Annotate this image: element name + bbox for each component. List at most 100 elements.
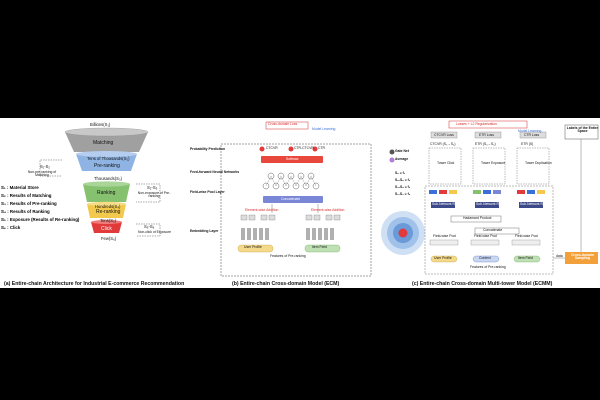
routing-label-1: Sub-Network Routing 1 (432, 202, 468, 206)
loss-head-2 (474, 131, 502, 139)
ffn-layer-1 (267, 172, 315, 180)
features-pre-ranking-b: Features of Pre-ranking (270, 254, 306, 258)
ffn-layer-2 (262, 182, 320, 190)
stage-ranking: Ranking (97, 190, 116, 196)
average-icon (389, 157, 395, 163)
bracket-s5-s6 (136, 223, 161, 237)
legend-s6: S₆ : Click (1, 225, 21, 230)
element-wise-left: Element-wise Addition (245, 208, 279, 212)
routing-3 (519, 202, 543, 208)
head-ctcvr: CTCVR (S₅→S₆) (430, 142, 456, 146)
bracket-s1-s2 (39, 159, 62, 177)
caption-a: (a) Entire-chain Architecture for Indust… (4, 281, 185, 287)
shared-bottom-outline (424, 185, 554, 275)
funnel-preranking (76, 154, 137, 171)
annotation-s5-s6-text: Non-click of Exposure (138, 230, 171, 234)
output-ctr-ctcvr: CTR-CTCVR (294, 146, 314, 150)
equation-3: S₃-S₅ = f₃ (395, 185, 411, 189)
side-label-s6: Few(S₆) (101, 236, 117, 241)
stage-matching: Matching (93, 140, 114, 146)
stage-reranking: Re-ranking (96, 209, 121, 215)
annotation-s1-s2-sets: S₁-S₂ (40, 164, 51, 169)
ctcvr-output-node (259, 146, 265, 152)
concatenate-bar (263, 196, 323, 203)
tower-exposure: Tower Exposure (481, 161, 506, 165)
input-item-field-b: Item Field (312, 245, 327, 249)
top-label: Billions(S₁) (90, 122, 111, 127)
model-learning-b: Model Learning (312, 127, 336, 131)
legend-s4: S₄ : Results of Ranking (1, 209, 50, 214)
input-user-profile-c: User Profile (434, 256, 452, 260)
funnel-matching-top (64, 127, 149, 137)
gate-net-label: Gate Net (395, 149, 409, 153)
routing-1 (431, 202, 455, 208)
loss-head-etr: ETR Loss (479, 133, 494, 137)
ffn-connections (265, 175, 317, 187)
labels-entire-space-box (564, 124, 599, 140)
tower-duplication: Tower Duplication (525, 161, 552, 165)
funnel-preranking-top (76, 151, 137, 157)
ctr-ctcvr-output-node (288, 146, 294, 152)
pool-layer-blocks (240, 214, 341, 221)
pool-label-2: Field-wise Pool (474, 234, 497, 238)
bracket-s2-s3 (136, 183, 161, 203)
concatenate-label-c: Concatenate (483, 228, 503, 232)
expert-bars (429, 190, 545, 194)
tower-3 (516, 147, 550, 185)
input-user-profile-b: User Profile (244, 245, 262, 249)
caption-c: (c) Entire-chain Cross-domain Multi-towe… (412, 281, 553, 287)
funnel-click (91, 222, 122, 233)
loss-head-ctcvr: CTCVR Loss (434, 133, 454, 137)
funnel-ranking-top (83, 181, 130, 187)
element-wise-right: Element-wise Addition (311, 208, 345, 212)
side-label-s2: Tens of Thousands(S₂) (87, 156, 130, 161)
funnel-reranking-top (87, 201, 126, 207)
pool-2 (470, 239, 500, 246)
input-item-field-c: Item Field (518, 256, 533, 260)
model-learning-c: Model Learning (518, 129, 542, 133)
cross-domain-loss-box (265, 121, 309, 130)
routing-2 (475, 202, 499, 208)
legend-s5: S₅ : Exposure (Results of Re-ranking) (1, 217, 80, 222)
softmax-label: Softmax (286, 157, 299, 161)
softmax-bar (261, 156, 323, 163)
legend-s3: S₃ : Results of Pre-ranking (1, 201, 57, 206)
concatenate-label: Concatenate (281, 197, 301, 201)
side-label-s4: Hundreds(S₄) (95, 204, 121, 209)
routing-label-3: Sub-Network Routing 3 (520, 202, 556, 206)
cross-domain-loss: Cross-domain Loss (268, 122, 298, 126)
item-field-c (513, 255, 541, 263)
tower-2 (472, 147, 506, 185)
head-etr-s: ETR (S) (521, 142, 534, 146)
data-label: data (556, 254, 563, 258)
labels-entire-space: Labels of the Entire Space (566, 126, 599, 134)
routing-label-2: Sub-Network Routing 2 (476, 202, 512, 206)
annotation-s5-s6-sets: S₅-S₆ (144, 224, 155, 229)
pool-label-3: Field-wise Pool (515, 234, 538, 238)
layer-embedding: Embedding Layer (190, 229, 219, 233)
features-pre-ranking-c: Features of Pre-ranking (470, 265, 506, 269)
funnel-reranking (87, 204, 126, 218)
loss-head-1 (430, 131, 458, 139)
tower-1 (428, 147, 462, 185)
ecm-outline (220, 143, 372, 277)
funnel-graphic (39, 127, 161, 237)
concat-links (271, 204, 319, 213)
ctr-output-node (312, 146, 318, 152)
concatenate-box-c (474, 227, 520, 235)
ecm-graphic (220, 121, 372, 277)
average-label: Average (395, 157, 409, 161)
ecmm-graphic (381, 120, 599, 275)
annotation-s1-s2-text: Non-pre-ranking of Matching (27, 170, 57, 178)
tower-click: Tower Click (437, 161, 455, 165)
item-field-input (304, 244, 341, 253)
annotation-s2-s3-sets: S₂-S₃ (147, 185, 158, 190)
pool-label-1: Field-wise Pool (433, 234, 456, 238)
head-etr-s3: ETR (S₃→S₅) (475, 142, 496, 146)
losses-box (448, 120, 528, 129)
output-ctcvr: CTCVR (266, 146, 278, 150)
stage-click: Click (101, 226, 112, 232)
cross-domain-sampling: Cross-domain Sampling (571, 253, 594, 261)
ring-center (398, 228, 408, 238)
pool-1 (429, 239, 459, 246)
